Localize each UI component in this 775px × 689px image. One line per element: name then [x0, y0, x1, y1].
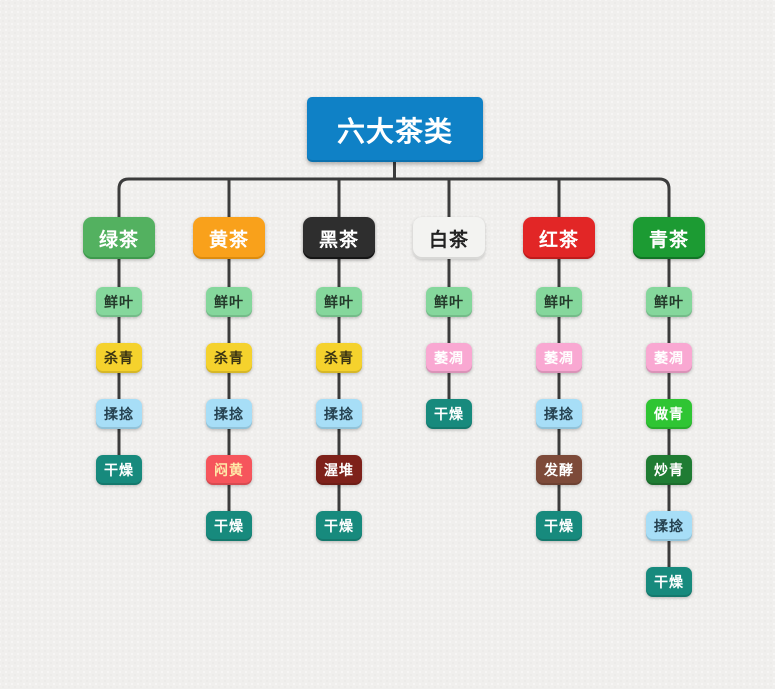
step-red-tea-withering[interactable]: 萎凋	[536, 343, 582, 373]
step-oolong-tea-zuoqing[interactable]: 做青	[646, 399, 692, 429]
step-oolong-tea-chaoqing[interactable]: 炒青	[646, 455, 692, 485]
step-green-tea-rolling[interactable]: 揉捻	[96, 399, 142, 429]
branch-rail	[117, 177, 671, 219]
step-oolong-tea-rolling[interactable]: 揉捻	[646, 511, 692, 541]
step-red-tea-fermentation[interactable]: 发酵	[536, 455, 582, 485]
step-white-tea-withering[interactable]: 萎凋	[426, 343, 472, 373]
category-green-tea[interactable]: 绿茶	[83, 217, 155, 259]
step-oolong-tea-fresh-leaves[interactable]: 鲜叶	[646, 287, 692, 317]
step-red-tea-rolling[interactable]: 揉捻	[536, 399, 582, 429]
step-oolong-tea-withering[interactable]: 萎凋	[646, 343, 692, 373]
category-yellow-tea[interactable]: 黄茶	[193, 217, 265, 259]
step-red-tea-fresh-leaves[interactable]: 鲜叶	[536, 287, 582, 317]
category-white-tea[interactable]: 白茶	[413, 217, 485, 259]
step-yellow-tea-fresh-leaves[interactable]: 鲜叶	[206, 287, 252, 317]
step-dark-tea-rolling[interactable]: 揉捻	[316, 399, 362, 429]
step-dark-tea-pile-fermentation[interactable]: 渥堆	[316, 455, 362, 485]
step-red-tea-drying[interactable]: 干燥	[536, 511, 582, 541]
category-oolong-tea[interactable]: 青茶	[633, 217, 705, 259]
step-dark-tea-drying[interactable]: 干燥	[316, 511, 362, 541]
category-red-tea[interactable]: 红茶	[523, 217, 595, 259]
step-green-tea-fresh-leaves[interactable]: 鲜叶	[96, 287, 142, 317]
step-yellow-tea-yellowing[interactable]: 闷黄	[206, 455, 252, 485]
step-dark-tea-fresh-leaves[interactable]: 鲜叶	[316, 287, 362, 317]
step-yellow-tea-fixation[interactable]: 杀青	[206, 343, 252, 373]
step-green-tea-drying[interactable]: 干燥	[96, 455, 142, 485]
step-white-tea-drying[interactable]: 干燥	[426, 399, 472, 429]
step-oolong-tea-drying[interactable]: 干燥	[646, 567, 692, 597]
step-yellow-tea-rolling[interactable]: 揉捻	[206, 399, 252, 429]
root-node[interactable]: 六大茶类	[307, 97, 483, 162]
step-yellow-tea-drying[interactable]: 干燥	[206, 511, 252, 541]
step-dark-tea-fixation[interactable]: 杀青	[316, 343, 362, 373]
category-dark-tea[interactable]: 黑茶	[303, 217, 375, 259]
step-white-tea-fresh-leaves[interactable]: 鲜叶	[426, 287, 472, 317]
step-green-tea-fixation[interactable]: 杀青	[96, 343, 142, 373]
